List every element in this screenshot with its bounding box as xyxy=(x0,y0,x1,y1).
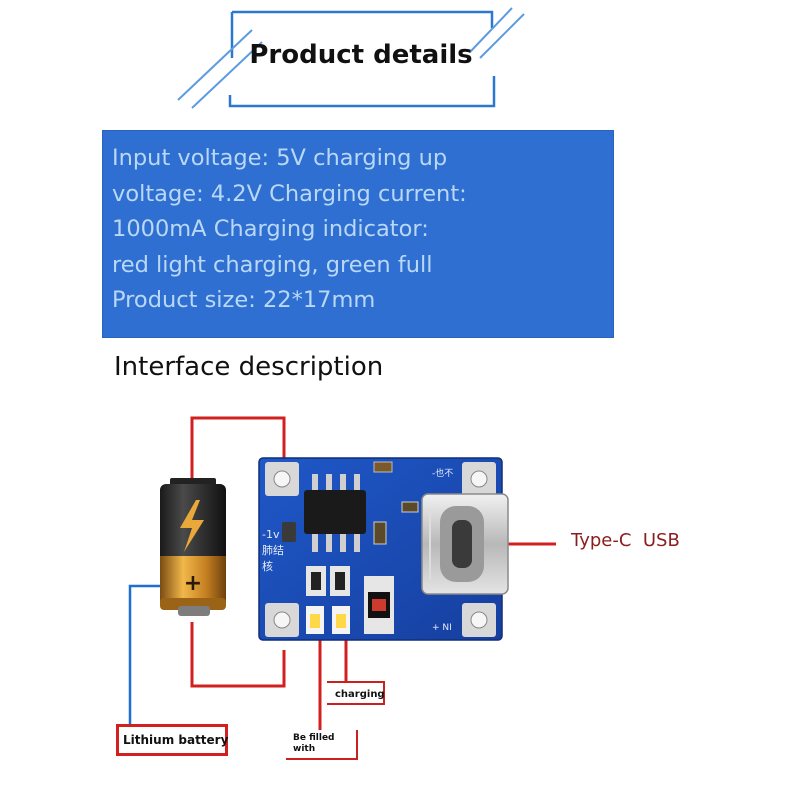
silkscreen-left-1: -1v xyxy=(262,528,280,541)
full-charge-label: Be filled with xyxy=(286,730,358,760)
spec-line: Input voltage: 5V charging up xyxy=(112,145,448,171)
spec-panel xyxy=(102,130,614,338)
diagonal-lines xyxy=(177,7,525,109)
typec-usb-label: Type-C USB xyxy=(571,530,680,551)
spec-line: voltage: 4.2V Charging current: xyxy=(112,180,467,207)
usb-port xyxy=(421,493,509,595)
silkscreen-left-2: 肺结 xyxy=(262,544,284,557)
ic-chip xyxy=(304,474,366,552)
frame-decoration xyxy=(228,10,496,108)
spec-line: Product size: 22*17mm xyxy=(112,287,376,313)
spec-line: 1000mA Charging indicator: xyxy=(112,216,429,242)
title-frame xyxy=(177,7,525,109)
interface-heading: Interface description xyxy=(114,352,384,382)
spec-line: red light charging, green full xyxy=(112,251,433,278)
interface-diagram: + xyxy=(128,416,556,758)
battery-icon: + xyxy=(160,478,226,616)
lithium-battery-label: Lithium battery xyxy=(116,724,228,756)
blue-wire xyxy=(128,584,168,724)
spec-text: Input voltage: 5V charging up voltage: 4… xyxy=(112,141,612,319)
charging-label: charging xyxy=(327,681,385,705)
full-label-line-2: with xyxy=(293,744,316,754)
svg-text:+: + xyxy=(184,571,202,596)
page-title: Product details xyxy=(249,40,473,70)
full-label-line-1: Be filled xyxy=(293,733,335,743)
silkscreen-left-3: 核 xyxy=(262,559,273,573)
silkscreen-top: -也不 xyxy=(432,467,453,479)
silkscreen-bottom: + NI xyxy=(432,623,452,633)
charger-board xyxy=(258,457,509,641)
